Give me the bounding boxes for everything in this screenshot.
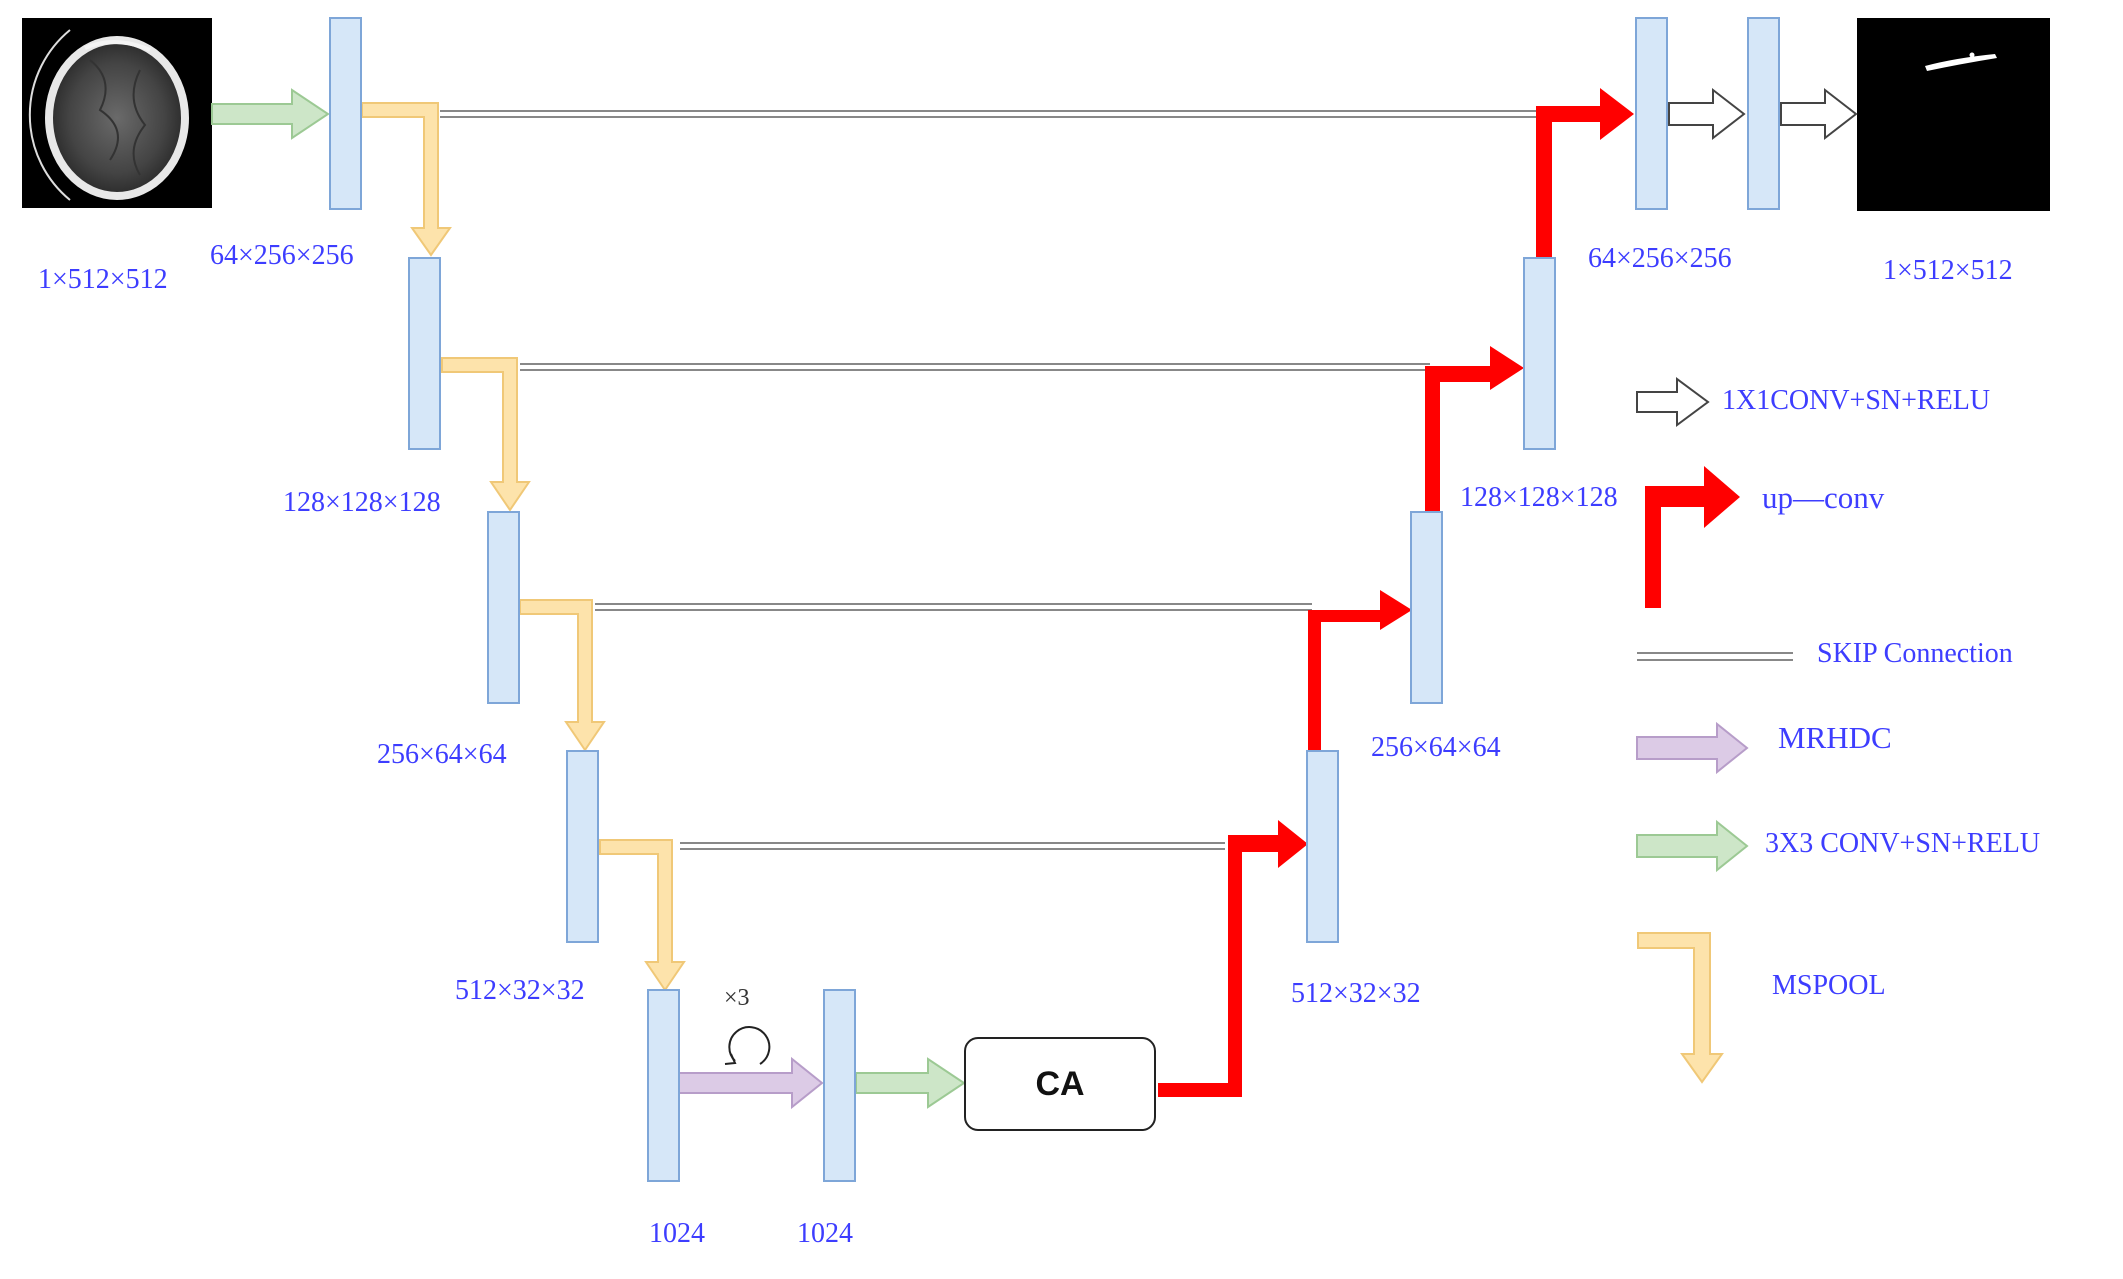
block-bottleneck-a (647, 989, 680, 1182)
input-ct-image (22, 18, 212, 208)
legend-mspool-label: MSPOOL (1772, 970, 1886, 1001)
conv1x1-arrows (1668, 87, 1858, 141)
legend-skip-label: SKIP Connection (1817, 638, 2013, 669)
upconv-arrows (1158, 88, 1634, 1097)
legend-mspool-icon (1637, 932, 1724, 1084)
feature-blocks (329, 17, 1780, 1182)
repeat-count-label: ×3 (724, 985, 750, 1011)
dim-dec4: 512×32×32 (1291, 978, 1421, 1009)
dim-dec2: 128×128×128 (1460, 482, 1618, 513)
legend-skip-icon (1637, 652, 1793, 661)
dim-enc1: 64×256×256 (210, 240, 354, 271)
dim-dec3: 256×64×64 (1371, 732, 1501, 763)
ca-label: CA (1035, 1064, 1085, 1103)
dim-input: 1×512×512 (38, 264, 168, 295)
output-mask-image (1857, 18, 2050, 211)
block-enc3 (487, 511, 520, 704)
conv3x3-arrows (211, 88, 966, 1109)
block-dec1a (1635, 17, 1668, 210)
legend-upconv-label: up—conv (1762, 480, 1885, 515)
dim-bottleneck-a: 1024 (649, 1218, 705, 1249)
legend-conv3x3-label: 3X3 CONV+SN+RELU (1765, 828, 2041, 859)
mspool-arrows (361, 102, 686, 992)
mrhdc-arrow (678, 1056, 824, 1110)
legend-mrhdc-icon (1636, 721, 1749, 775)
dim-bottleneck-b: 1024 (797, 1218, 853, 1249)
skip-connections (440, 110, 1540, 850)
block-enc4 (566, 750, 599, 943)
block-enc2 (408, 257, 441, 450)
block-enc1 (329, 17, 362, 210)
legend-conv1x1-label: 1X1CONV+SN+RELU (1722, 385, 1991, 416)
dim-dec1: 64×256×256 (1588, 243, 1732, 274)
legend-conv1x1-icon (1636, 377, 1710, 427)
block-dec3 (1410, 511, 1443, 704)
channel-attention-box: CA (964, 1037, 1156, 1131)
dim-enc4: 512×32×32 (455, 975, 585, 1006)
block-dec1b (1747, 17, 1780, 210)
legend-graphics (1636, 377, 1793, 1084)
legend-mrhdc-label: MRHDC (1778, 720, 1892, 755)
dim-output: 1×512×512 (1883, 255, 2013, 286)
dim-enc3: 256×64×64 (377, 739, 507, 770)
block-dec4 (1306, 750, 1339, 943)
block-bottleneck-b (823, 989, 856, 1182)
legend-upconv-icon (1645, 466, 1740, 608)
legend-conv3x3-icon (1636, 819, 1749, 873)
repeat-loop-icon (728, 1026, 771, 1065)
block-dec2 (1523, 257, 1556, 450)
dim-enc2: 128×128×128 (283, 487, 441, 518)
